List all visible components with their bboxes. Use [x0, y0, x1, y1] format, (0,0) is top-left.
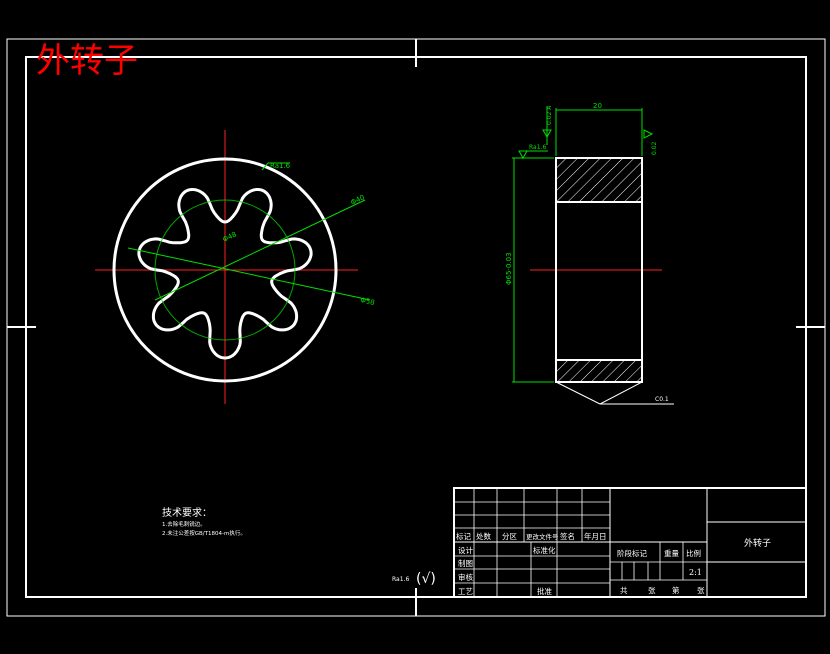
dim-line-1 [154, 199, 366, 301]
front-top-label: Ra1.6 [270, 162, 291, 170]
outer-circle [112, 157, 338, 383]
side-hatch-top [555, 157, 643, 203]
tb-checking: 审核 [458, 572, 473, 582]
side-edge-label: C0.1 [655, 396, 669, 403]
side-tol-left-label: 0.02 A [546, 105, 553, 125]
side-tol-right-mark [643, 129, 654, 139]
tech-heading: 技术要求： [162, 506, 212, 519]
dim-line-2 [127, 247, 371, 301]
tb-design: 设计 [458, 545, 473, 555]
tb-col-count: 处数 [476, 531, 491, 541]
tech-requirements: 技术要求： 1.去除毛刺锐边。 2.未注公差按GB/T1804-m执行。 [162, 506, 246, 537]
tb-part-name: 外转子 [744, 537, 771, 549]
side-ra-mark [518, 150, 528, 160]
tech-item-1: 1.去除毛刺锐边。 [162, 520, 206, 528]
dim-leader-top [261, 162, 269, 171]
tb-process: 工艺 [458, 587, 473, 596]
roughness-label: Ra1.6 [392, 576, 409, 583]
tb-sheet-word: 张 [697, 586, 705, 595]
drawing-title-overlay: 外转子 [36, 41, 138, 81]
front-d2-label: Φ40 [349, 193, 365, 206]
side-dia-label: Φ65-0.03 [505, 252, 513, 285]
pitch-circle [154, 199, 296, 341]
front-view: Ra1.6 Φ48 Φ40 Φ58 [95, 130, 375, 404]
side-width-label: 20 [593, 102, 602, 110]
side-tol-left-mark [542, 129, 552, 139]
tech-item-2: 2.未注公差按GB/T1804-m执行。 [162, 529, 246, 537]
front-d1-label: Φ48 [221, 230, 237, 243]
edge-leader-2 [599, 381, 643, 405]
roughness-symbol: (√) [416, 571, 436, 587]
front-d3-label: Φ58 [360, 296, 376, 307]
tb-col-docno: 更改文件号 [526, 532, 559, 541]
title-block-text: 标记 处数 分区 更改文件号 签名 年月日 设计 标准化 制图 审核 工艺 批准… [456, 531, 771, 596]
side-ra-label: Ra1.6 [529, 144, 546, 151]
inner-frame [25, 56, 807, 598]
tb-sheets-total: 共 [620, 586, 628, 595]
tb-standardize: 标准化 [533, 545, 556, 555]
tb-col-zone: 分区 [502, 532, 517, 541]
side-view: 20 Φ65-0.03 0.02 A 0.02 Ra1.6 C0.1 [505, 102, 674, 405]
tb-approve: 批准 [537, 586, 552, 596]
tb-col-date: 年月日 [584, 531, 607, 541]
tb-scale-label: 比例 [686, 548, 701, 558]
tb-col-sign: 签名 [560, 531, 575, 541]
side-hatch-bottom [555, 359, 643, 383]
tb-weight: 重量 [664, 549, 679, 558]
tb-sheet-no: 第 [672, 585, 680, 595]
tb-stage-mark: 阶段标记 [617, 548, 647, 558]
inner-lobe-profile [137, 188, 313, 360]
tb-col-mark: 标记 [456, 531, 471, 541]
title-block [453, 487, 807, 598]
tb-scale-value: 2:1 [689, 568, 702, 577]
tb-drafting: 制图 [458, 558, 473, 568]
side-tol-right-label: 0.02 [651, 141, 658, 155]
edge-leader-1 [555, 381, 601, 405]
tb-sheets-of: 张 [648, 586, 656, 595]
